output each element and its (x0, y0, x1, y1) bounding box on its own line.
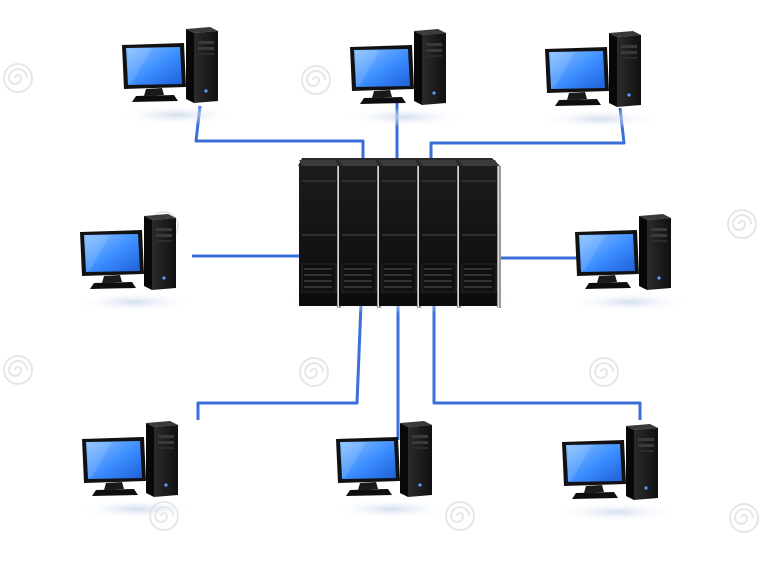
pc-bottom-left-computer-icon (75, 421, 199, 519)
spiral-watermark-icon (729, 503, 759, 533)
pc-top-center-computer-icon (343, 29, 467, 127)
spiral-watermark-icon (299, 357, 329, 387)
server-unit (338, 159, 382, 309)
spiral-watermark-icon (589, 357, 619, 387)
server-unit (458, 159, 502, 309)
spiral-watermark-icon (727, 209, 757, 239)
pc-mid-right-computer-icon (568, 214, 692, 312)
spiral-watermark-icon (3, 63, 33, 93)
server-rack (280, 158, 520, 314)
server-unit (298, 159, 342, 309)
cable-bottom-left (196, 303, 363, 420)
spiral-watermark-icon (3, 355, 33, 385)
pc-bottom-right-computer-icon (555, 424, 679, 522)
spiral-watermark-icon (301, 65, 331, 95)
server-unit (378, 159, 422, 309)
pc-bottom-center-computer-icon (329, 421, 453, 519)
cable-bottom-right (432, 304, 642, 420)
pc-top-right-computer-icon (538, 31, 662, 129)
pc-top-left-computer-icon (115, 27, 239, 125)
server-unit (418, 159, 462, 309)
